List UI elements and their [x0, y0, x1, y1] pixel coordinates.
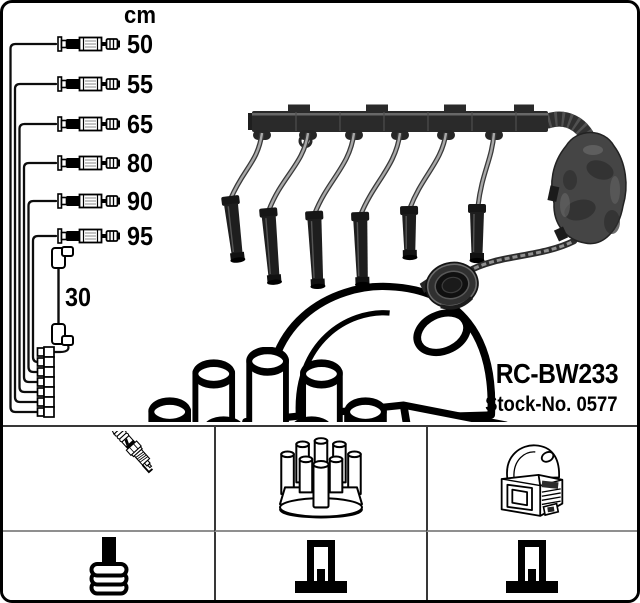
distributor-cap-icon	[275, 437, 367, 521]
cable-run	[31, 234, 58, 364]
legend-cell-distributor-cap	[214, 427, 426, 532]
distributor-connector-stack	[36, 346, 55, 418]
product-photo	[221, 104, 627, 310]
spark-plug-boot	[468, 204, 486, 264]
legend-cell-ignition-coil	[425, 427, 637, 532]
legend-cell-plug-boot-terminal	[3, 532, 214, 600]
plug-wire	[305, 132, 357, 290]
coil-cable-length-label: 30	[64, 282, 92, 312]
cable-length-label: 55	[126, 69, 154, 99]
plug-wire	[468, 132, 497, 264]
distributor-connector	[419, 261, 479, 310]
legend-cell-socket-terminal	[425, 532, 637, 600]
cable-run	[18, 122, 58, 394]
coil-lead-cable	[463, 237, 578, 276]
cable-length-label: 50	[126, 29, 154, 59]
boot-symbol	[57, 228, 120, 244]
plug-wire	[259, 132, 311, 285]
spark-plug-boot	[305, 210, 326, 290]
cable-length-label: 95	[126, 221, 154, 251]
plug-wires	[221, 132, 497, 290]
cable-run	[22, 161, 58, 384]
plug-wire	[351, 132, 403, 288]
wire-end-symbols	[57, 36, 120, 244]
boot-symbol	[57, 36, 120, 52]
boot-symbol	[57, 116, 120, 132]
spark-plug-boot	[351, 211, 371, 288]
legend-cell-spark-plug	[3, 427, 215, 532]
boot-symbol	[57, 76, 120, 92]
boot-symbol	[57, 155, 120, 171]
plug-wire	[400, 132, 449, 261]
socket-terminal-icon	[294, 539, 347, 593]
spark-plug-boot	[259, 207, 282, 285]
stock-number: Stock-No. 0577	[485, 393, 618, 416]
socket-terminal-icon	[506, 539, 559, 593]
diagram-canvas	[9, 36, 627, 422]
cable-run	[13, 82, 58, 404]
rubber-boot	[547, 131, 627, 245]
legend-cell-socket-terminal	[214, 532, 425, 600]
cable-length-label: 90	[126, 186, 154, 216]
coil-wire	[51, 246, 74, 346]
cable-length-diagram	[9, 42, 70, 414]
unit-header: cm	[124, 2, 156, 29]
plug-boot-terminal-icon	[89, 536, 129, 595]
spark-plug-boot	[221, 195, 246, 263]
cable-length-label: 80	[126, 148, 154, 178]
boot-symbol	[57, 193, 120, 209]
component-legend	[3, 425, 637, 600]
spark-plug-icon	[34, 431, 184, 527]
cable-length-label: 65	[126, 109, 154, 139]
cable-run	[27, 199, 58, 374]
spark-plug-boot	[400, 205, 419, 261]
part-number: RC-BW233	[495, 358, 619, 389]
plug-wire	[221, 132, 265, 263]
cable-run	[9, 42, 58, 414]
ignition-coil-icon	[491, 435, 573, 523]
